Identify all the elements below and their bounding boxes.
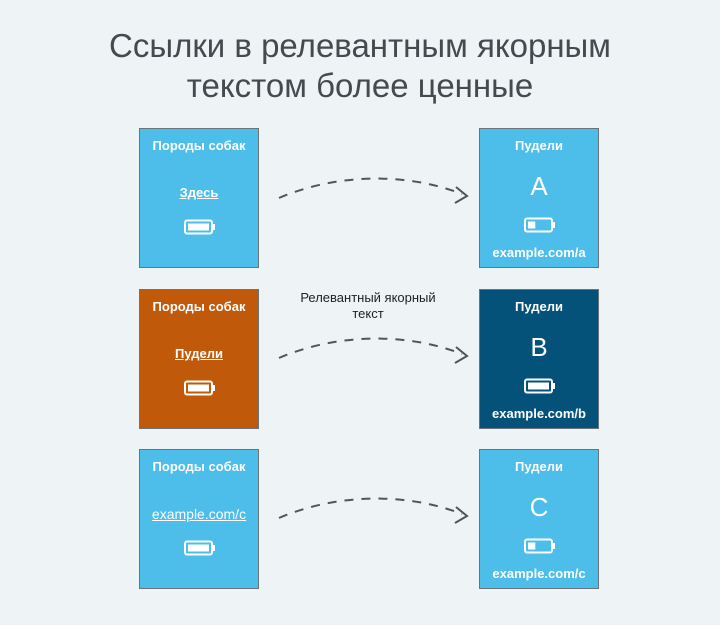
relevant-anchor-note: Релевантный якорный текст <box>282 290 454 322</box>
battery-icon <box>184 219 215 235</box>
target-page-heading: Пудели <box>515 459 563 474</box>
page-url: example.com/b <box>492 406 586 421</box>
note-line-1: Релевантный якорный <box>300 290 436 305</box>
link-arrow-2 <box>278 337 469 364</box>
anchor-link-1[interactable]: Здесь <box>179 185 219 200</box>
target-page-heading: Пудели <box>515 138 563 153</box>
battery-icon <box>184 540 215 556</box>
link-arrow-1 <box>278 177 469 204</box>
battery-icon <box>524 378 555 394</box>
page-letter: A <box>530 171 548 201</box>
target-page-card-a: Пудели A example.com/a <box>479 128 599 268</box>
page-letter: C <box>529 492 549 522</box>
battery-icon <box>184 380 215 396</box>
diagram-title: Ссылки в релевантным якорным текстом бол… <box>0 26 720 106</box>
source-page-heading: Породы собак <box>152 138 246 153</box>
target-page-heading: Пудели <box>515 299 563 314</box>
target-page-card-b: Пудели B example.com/b <box>479 289 599 429</box>
title-line-1: Ссылки в релевантным якорным <box>109 27 611 64</box>
page-url: example.com/a <box>492 245 586 260</box>
source-page-heading: Породы собак <box>152 299 246 314</box>
battery-icon <box>524 538 555 554</box>
source-page-heading: Породы собак <box>152 459 246 474</box>
anchor-link-2[interactable]: Пудели <box>175 346 223 361</box>
source-page-card-3: Породы собак example.com/c <box>139 449 259 589</box>
source-page-card-1: Породы собак Здесь <box>139 128 259 268</box>
note-line-2: текст <box>352 306 384 321</box>
anchor-link-3[interactable]: example.com/c <box>151 506 247 522</box>
link-arrow-3 <box>278 497 469 524</box>
source-page-card-2: Породы собак Пудели <box>139 289 259 429</box>
page-url: example.com/c <box>492 566 586 581</box>
battery-icon <box>524 217 555 233</box>
target-page-card-c: Пудели C example.com/c <box>479 449 599 589</box>
title-line-2: текстом более ценные <box>186 67 534 104</box>
page-letter: B <box>530 332 548 362</box>
